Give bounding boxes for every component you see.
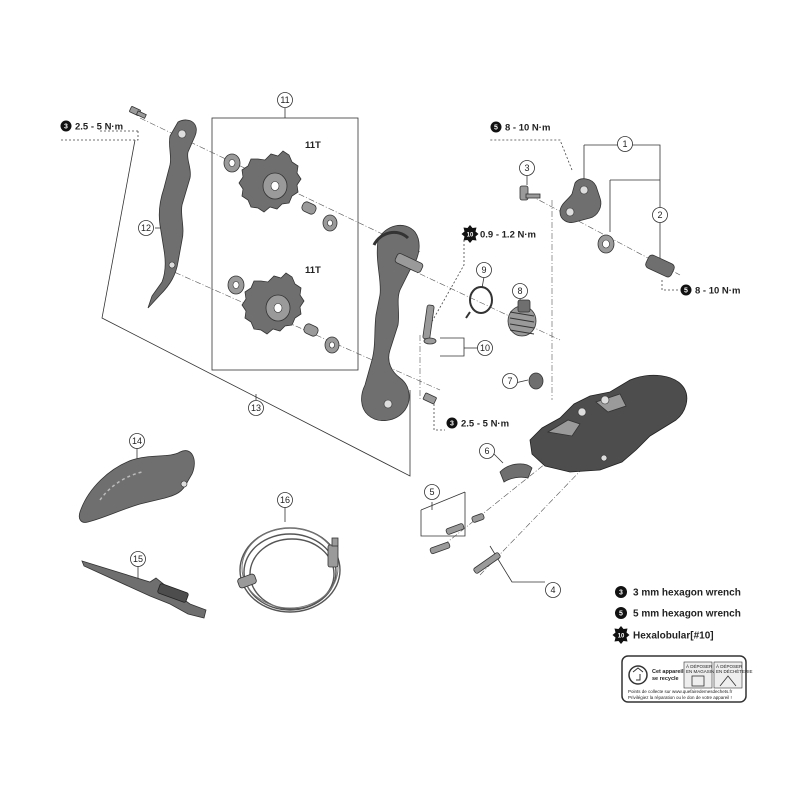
svg-text:EN DÉCHÈTERIE: EN DÉCHÈTERIE <box>716 668 753 674</box>
callout-7: 7 <box>502 373 518 389</box>
svg-text:3: 3 <box>64 124 68 131</box>
derailleur-main-body <box>529 374 688 473</box>
svg-text:11: 11 <box>280 95 289 105</box>
adjustment-plate <box>499 463 533 483</box>
svg-text:Privilégiez la réparation ou l: Privilégiez la réparation ou le don de v… <box>628 695 732 700</box>
outer-cage-plate <box>361 224 424 421</box>
cable-fixing-bolts <box>429 513 485 555</box>
svg-text:5 mm hexagon wrench: 5 mm hexagon wrench <box>633 609 741 620</box>
callout-markers: 11 12 13 1 2 3 9 8 <box>129 92 668 598</box>
callout-8: 8 <box>512 283 528 299</box>
svg-text:9: 9 <box>481 265 486 275</box>
torque-spec-top-right: 5 8 - 10 N·m <box>490 121 550 134</box>
svg-text:2.5 - 5 N·m: 2.5 - 5 N·m <box>75 122 123 133</box>
svg-text:16: 16 <box>280 495 290 505</box>
svg-text:0.9 - 1.2 N·m: 0.9 - 1.2 N·m <box>480 230 536 241</box>
b-axle-bolt <box>645 254 675 278</box>
svg-text:À DÉPOSER: À DÉPOSER <box>686 663 713 669</box>
svg-text:1: 1 <box>622 139 627 149</box>
snap-ring <box>465 286 493 319</box>
callout-1: 1 <box>617 136 633 152</box>
svg-text:10: 10 <box>467 232 474 238</box>
adjustment-tool <box>81 560 207 619</box>
svg-text:7: 7 <box>507 376 512 386</box>
callout-4: 4 <box>545 582 561 598</box>
lower-pulley-assembly <box>227 272 340 354</box>
svg-text:8 - 10 N·m: 8 - 10 N·m <box>695 286 740 297</box>
upper-pulley-teeth-label: 11T <box>305 140 321 151</box>
coiled-cable <box>237 527 341 613</box>
b-link-assembly <box>559 178 602 223</box>
return-spring <box>507 299 537 337</box>
callout-2: 2 <box>652 207 668 223</box>
b-tension-screw <box>422 304 437 345</box>
callout-14: 14 <box>129 433 145 449</box>
svg-text:15: 15 <box>133 554 143 564</box>
svg-text:2.5 - 5 N·m: 2.5 - 5 N·m <box>461 419 509 430</box>
torque-spec-cage: 3 2.5 - 5 N·m <box>446 417 509 430</box>
cap <box>528 372 544 390</box>
svg-text:5: 5 <box>684 288 688 295</box>
svg-text:5: 5 <box>429 487 434 497</box>
cage-bolt-top <box>129 106 147 119</box>
callout-6: 6 <box>479 443 495 459</box>
upper-pulley-assembly <box>223 150 338 232</box>
svg-text:8: 8 <box>517 286 522 296</box>
svg-text:3 mm hexagon wrench: 3 mm hexagon wrench <box>633 588 741 599</box>
svg-text:10: 10 <box>480 343 490 353</box>
svg-text:13: 13 <box>251 403 261 413</box>
svg-text:12: 12 <box>141 223 151 233</box>
svg-text:Cet appareil: Cet appareil <box>652 669 684 675</box>
svg-text:3: 3 <box>450 421 454 428</box>
chain-stabilizer-plate <box>78 450 195 523</box>
svg-text:4: 4 <box>550 585 555 595</box>
cable-end <box>473 552 501 574</box>
b-link-washer <box>597 234 615 254</box>
svg-text:EN MAGASIN: EN MAGASIN <box>686 669 714 674</box>
svg-text:8 - 10 N·m: 8 - 10 N·m <box>505 123 550 134</box>
callout-3: 3 <box>519 160 535 176</box>
svg-text:se recycle: se recycle <box>652 676 679 682</box>
legend-item-5mm: 5 5 mm hexagon wrench <box>615 607 741 620</box>
recycling-logo: Cet appareil se recycle À DÉPOSER EN MAG… <box>621 655 753 703</box>
svg-text:10: 10 <box>618 633 625 639</box>
callout-5: 5 <box>424 484 440 500</box>
svg-text:2: 2 <box>657 210 662 220</box>
svg-text:3: 3 <box>619 590 623 597</box>
svg-text:Points de collecte sur www.que: Points de collecte sur www.quefairedemes… <box>628 689 733 694</box>
callout-16: 16 <box>277 492 293 508</box>
callout-11: 11 <box>277 92 293 108</box>
torque-spec-top-left: 3 2.5 - 5 N·m <box>60 120 123 133</box>
svg-text:À DÉPOSER: À DÉPOSER <box>716 663 743 669</box>
callout-9: 9 <box>476 262 492 278</box>
torque-spec-right: 5 8 - 10 N·m <box>680 284 740 297</box>
svg-text:6: 6 <box>484 446 489 456</box>
callout-12: 12 <box>138 220 154 236</box>
small-bolt <box>519 185 541 201</box>
svg-text:5: 5 <box>619 611 623 618</box>
callout-15: 15 <box>130 551 146 567</box>
callout-10: 10 <box>477 340 493 356</box>
callout-13: 13 <box>248 400 264 416</box>
svg-text:3: 3 <box>524 163 529 173</box>
cage-bolt-lower <box>422 392 437 405</box>
tool-legend: 3 3 mm hexagon wrench 5 5 mm hexagon wre… <box>612 586 741 644</box>
lower-pulley-teeth-label: 11T <box>305 265 321 276</box>
legend-item-hexalobular: 10 Hexalobular[#10] <box>612 626 714 644</box>
svg-text:Hexalobular[#10]: Hexalobular[#10] <box>633 631 714 642</box>
inner-cage-plate <box>147 119 197 309</box>
svg-text:14: 14 <box>132 436 142 446</box>
svg-text:5: 5 <box>494 125 498 132</box>
legend-item-3mm: 3 3 mm hexagon wrench <box>615 586 741 599</box>
torque-spec-hexalobular: 10 0.9 - 1.2 N·m <box>461 225 536 243</box>
